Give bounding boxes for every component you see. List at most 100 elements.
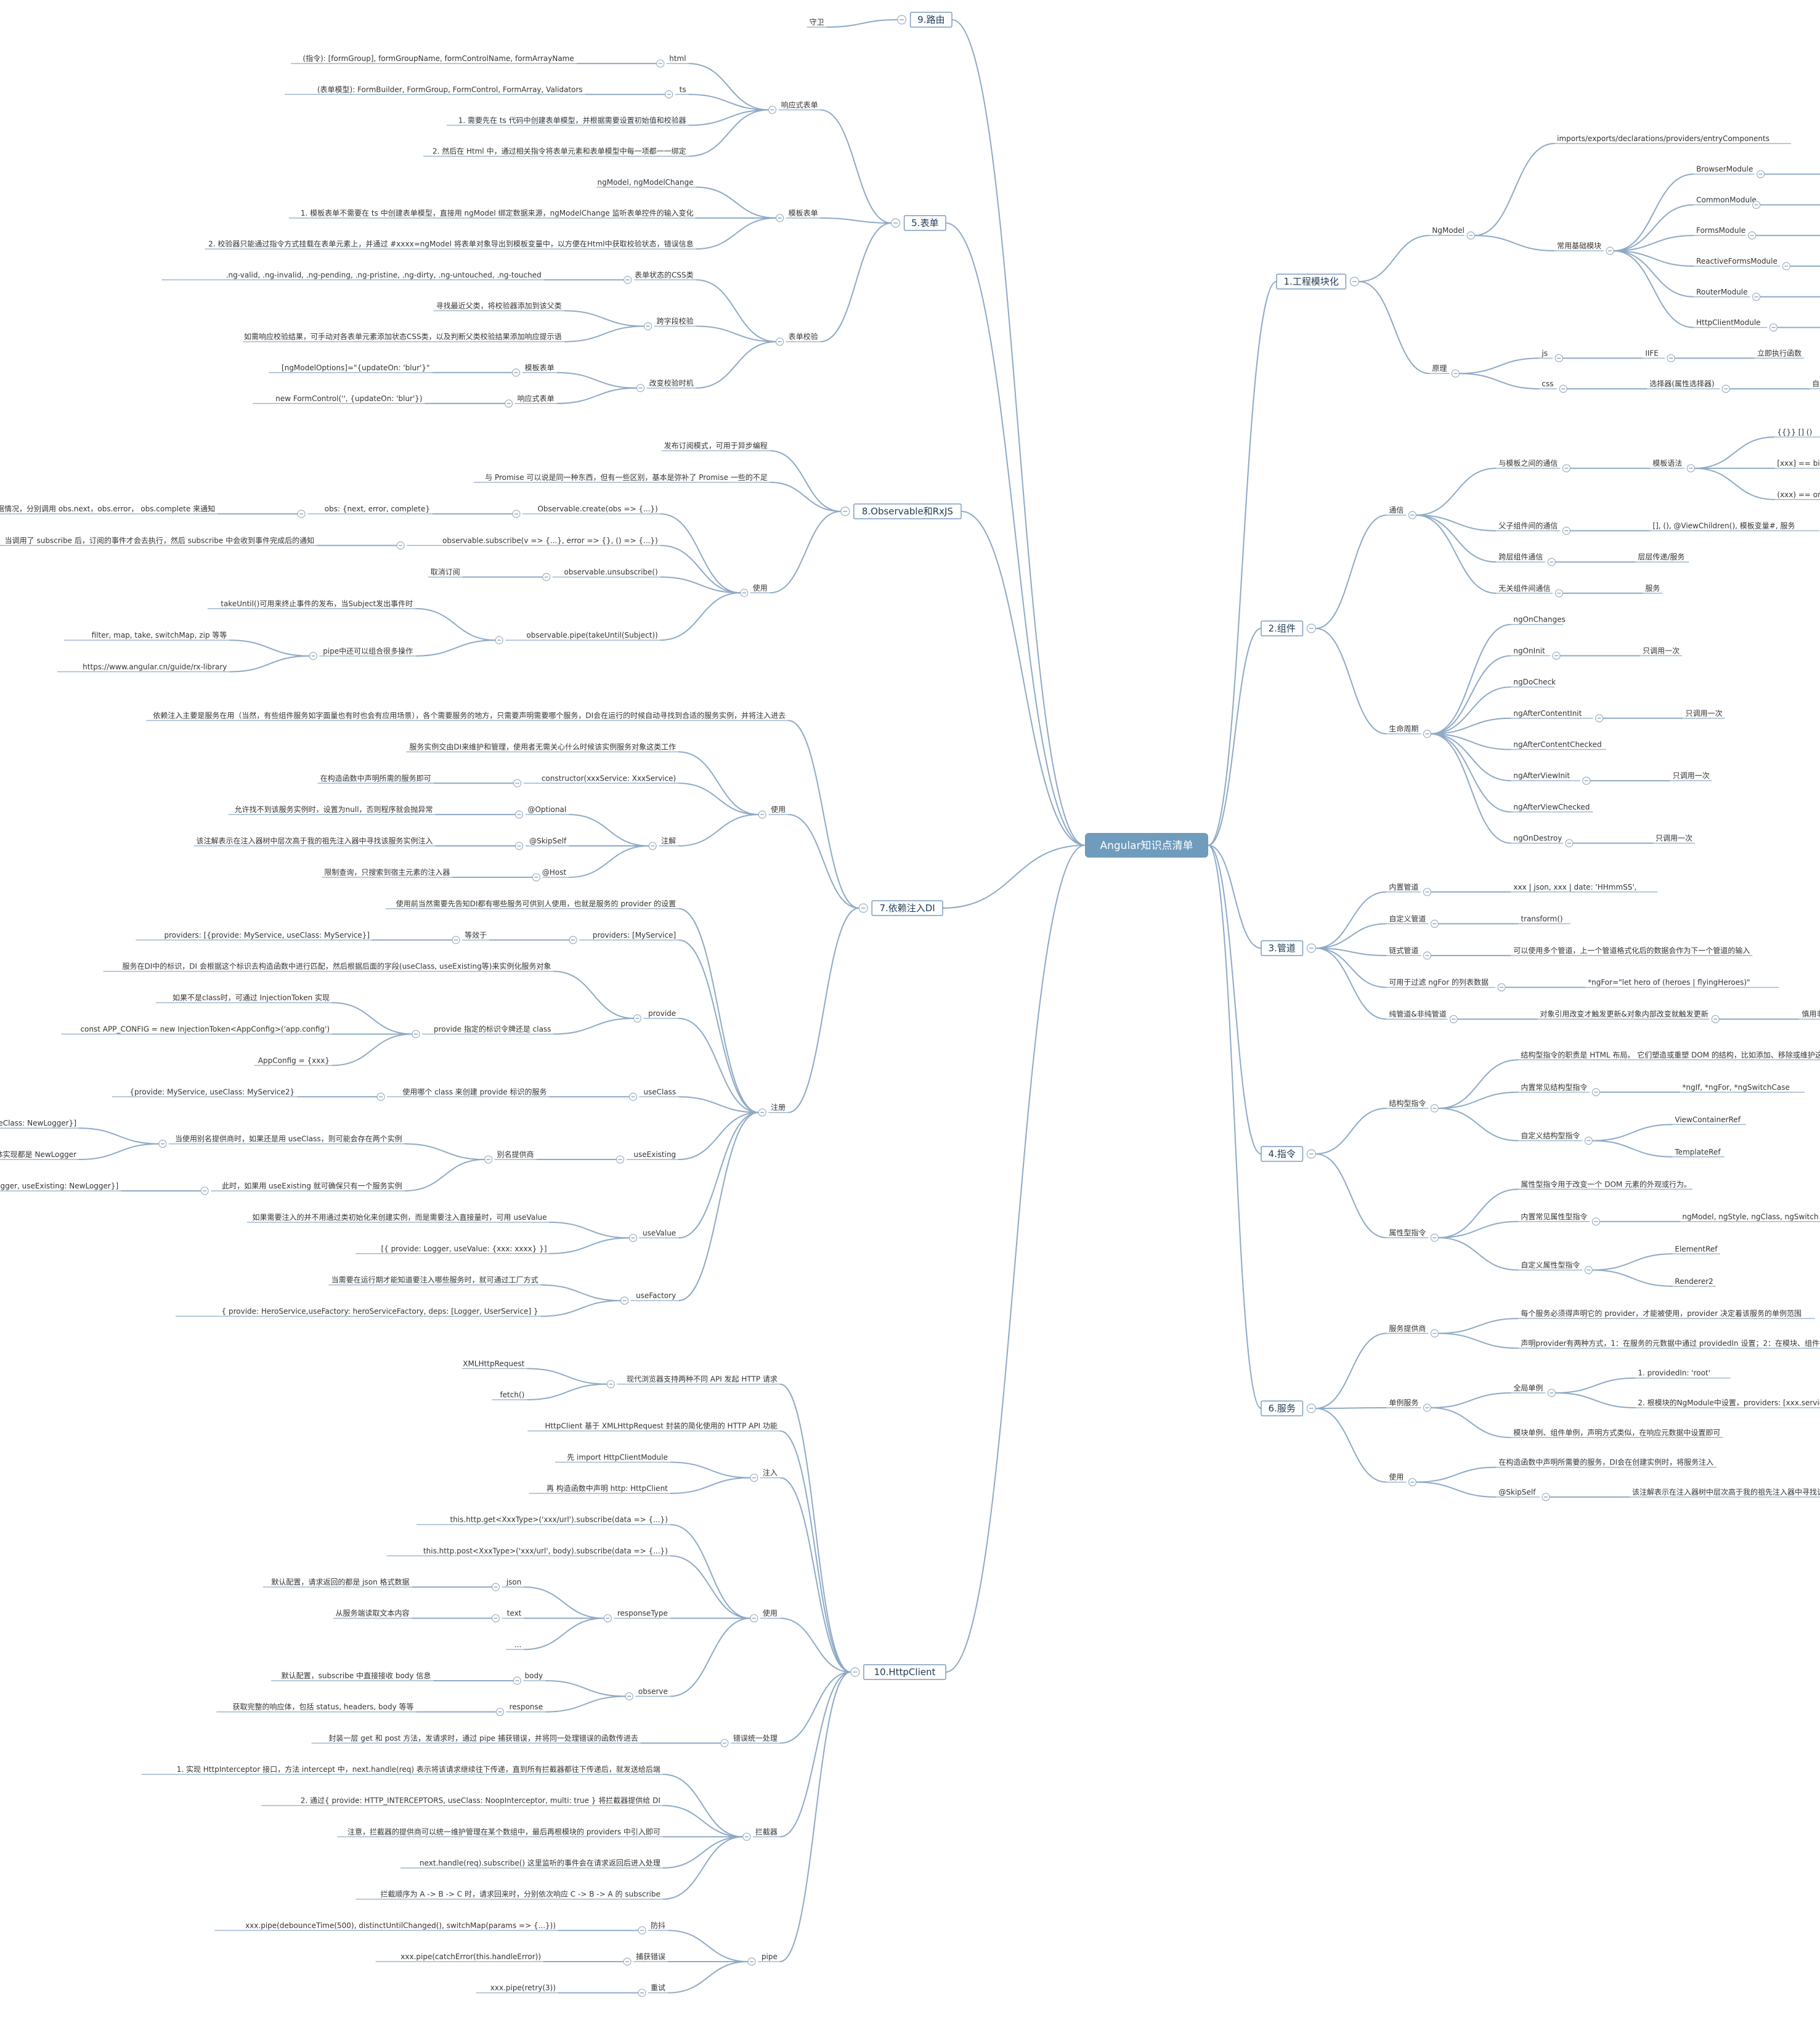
collapse-toggle-icon[interactable] — [491, 1614, 500, 1623]
collapse-toggle-icon[interactable] — [1562, 464, 1570, 473]
collapse-toggle-icon[interactable] — [603, 1614, 612, 1623]
node-ngfor[interactable]: 可用于过滤 ngFor 的列表数据 — [1386, 978, 1506, 992]
node-node[interactable]: 注入 — [750, 1468, 780, 1482]
node-node[interactable]: 跨字段校验 — [643, 317, 696, 331]
collapse-toggle-icon[interactable] — [890, 218, 901, 228]
node-node[interactable]: 使用 — [758, 805, 789, 819]
collapse-toggle-icon[interactable] — [1562, 526, 1570, 535]
node-node[interactable]: 内置常见属性型指令 — [1518, 1212, 1600, 1226]
node-css[interactable]: css — [1539, 380, 1567, 393]
collapse-toggle-icon[interactable] — [1752, 293, 1761, 301]
collapse-toggle-icon[interactable] — [542, 573, 551, 582]
collapse-toggle-icon[interactable] — [775, 214, 784, 222]
node-providers-myservice[interactable]: providers: [MyService] — [569, 931, 679, 944]
collapse-toggle-icon[interactable] — [1547, 558, 1556, 566]
collapse-toggle-icon[interactable] — [1721, 384, 1730, 393]
branch-3[interactable]: 8.Observable和RxJS — [840, 503, 962, 519]
node-xxx-pipe-debouncetime-500-dist[interactable]: xxx.pipe(debounceTime(500), distinctUnti… — [214, 1921, 559, 1931]
collapse-toggle-icon[interactable] — [840, 506, 850, 516]
node-xxx-pipe-catcherror-this-handl[interactable]: xxx.pipe(catchError(this.handleError)) — [375, 1952, 544, 1962]
node-node[interactable]: 对象引用改变才触发更新&对象内部改变就触发更新 — [1537, 1009, 1720, 1023]
collapse-toggle-icon[interactable] — [758, 1108, 766, 1117]
node-xxx-on-xxx[interactable]: (xxx) == on-xxx — [1774, 490, 1820, 500]
node-node[interactable]: 取消订阅 — [428, 568, 463, 578]
collapse-toggle-icon[interactable] — [616, 1155, 625, 1164]
root-node[interactable]: Angular知识点清单 — [1085, 833, 1208, 858]
node-node[interactable]: 防抖 — [638, 1920, 668, 1935]
collapse-toggle-icon[interactable] — [858, 903, 868, 913]
node-1-ts-ngmodel-ngmodelchange[interactable]: 1. 模板表单不需要在 ts 中创建表单模型，直接用 ngModel 绑定数据来… — [288, 208, 696, 219]
collapse-toggle-icon[interactable] — [624, 275, 632, 284]
node-node[interactable]: 等效于 — [452, 930, 490, 944]
node-ngmodeloptions-updateon-blur[interactable]: [ngModelOptions]="{updateOn: 'blur'}" — [269, 363, 433, 373]
node-templateref[interactable]: TemplateRef — [1672, 1148, 1725, 1158]
node-node[interactable]: 别名提供商 — [484, 1150, 537, 1164]
node-ngoninit[interactable]: ngOnInit — [1511, 646, 1561, 660]
collapse-toggle-icon[interactable] — [1559, 384, 1567, 393]
node-provide-class[interactable]: provide 指定的标识令牌还是 class — [412, 1024, 554, 1039]
node-usevalue[interactable]: useValue — [628, 1228, 679, 1242]
branch-2[interactable]: 5.表单 — [890, 215, 946, 231]
node-constructor-xxxservice-xxxserv[interactable]: constructor(xxxService: XxxService) — [513, 774, 679, 787]
node-ngif-ngfor-ngswitchcase[interactable]: *ngIf, *ngFor, *ngSwitchCase — [1680, 1083, 1805, 1093]
node-filter-map-take-switchmap-zip[interactable]: filter, map, take, switchMap, zip 等等 — [63, 631, 230, 641]
collapse-toggle-icon[interactable] — [623, 1957, 632, 1966]
node-json[interactable]: json — [491, 1578, 524, 1591]
collapse-toggle-icon[interactable] — [1423, 1403, 1431, 1412]
node-https-www-angular-cn-guide-rx-[interactable]: https://www.angular.cn/guide/rx-library — [57, 662, 230, 673]
collapse-toggle-icon[interactable] — [750, 1614, 758, 1623]
node-node[interactable]: 模块单例、组件单例，声明方式类似，在响应元数据中设置即可 — [1511, 1427, 1723, 1439]
collapse-toggle-icon[interactable] — [1757, 170, 1765, 179]
node-node[interactable]: 立即执行函数 — [1755, 348, 1805, 359]
collapse-toggle-icon[interactable] — [636, 384, 645, 392]
node-node[interactable]: 跨层组件通信 — [1496, 553, 1556, 566]
node-transform[interactable]: transform() — [1518, 914, 1570, 925]
node-node[interactable]: ... — [506, 1640, 524, 1650]
collapse-toggle-icon[interactable] — [742, 1832, 751, 1841]
branch-7[interactable]: 2.组件 — [1261, 620, 1316, 636]
collapse-toggle-icon[interactable] — [625, 1692, 633, 1700]
collapse-toggle-icon[interactable] — [297, 510, 306, 518]
collapse-toggle-icon[interactable] — [1748, 231, 1757, 240]
node-node[interactable]: 表单校验 — [775, 332, 821, 346]
node-iife[interactable]: IIFE — [1643, 349, 1675, 362]
node-host[interactable]: @Host — [532, 868, 569, 882]
collapse-toggle-icon[interactable] — [396, 541, 405, 550]
collapse-toggle-icon[interactable] — [1606, 246, 1614, 255]
node-viewcontainerref[interactable]: ViewContainerRef — [1672, 1115, 1746, 1125]
node-node[interactable]: 纯管道&非纯管道 — [1386, 1009, 1458, 1023]
node-create-obs-next-obs-error-obs-[interactable]: create 中可以处理异步事件，如网络访问等，然后根据情况，分别调用 obs.… — [0, 504, 218, 514]
node-node[interactable]: 只调用一次 — [1670, 771, 1712, 781]
collapse-toggle-icon[interactable] — [1430, 1104, 1439, 1113]
node-node[interactable]: 内置管道 — [1386, 882, 1431, 896]
node-ngonchanges[interactable]: ngOnChanges — [1511, 615, 1566, 625]
node-node[interactable]: 重试 — [638, 1983, 668, 1997]
node-node[interactable]: 可以使用多个管道，上一个管道格式化后的数据会作为下一个管道的输入 — [1511, 946, 1753, 956]
collapse-toggle-icon[interactable] — [606, 1380, 615, 1389]
node-optional[interactable]: @Optional — [514, 805, 569, 819]
collapse-toggle-icon[interactable] — [656, 59, 665, 68]
collapse-toggle-icon[interactable] — [491, 1583, 500, 1591]
node-node[interactable]: 链式管道 — [1386, 946, 1431, 960]
node-xxx-bind-xxx[interactable]: [xxx] == bind-xxx — [1774, 459, 1820, 469]
node-node[interactable]: 自动将选择器补充上属性选择器，每个模块的所有标签都带有模块标识的属性 — [1810, 379, 1820, 389]
collapse-toggle-icon[interactable] — [1769, 323, 1778, 332]
collapse-toggle-icon[interactable] — [1782, 262, 1790, 270]
collapse-toggle-icon[interactable] — [1306, 1403, 1316, 1413]
node-body[interactable]: body — [513, 1671, 546, 1685]
node-node[interactable]: 原理 — [1429, 364, 1460, 378]
collapse-toggle-icon[interactable] — [633, 1014, 642, 1023]
node-ngdocheck[interactable]: ngDoCheck — [1511, 678, 1556, 688]
node-ngfor-let-hero-of-heroes-flyin[interactable]: *ngFor="let hero of (heroes | flyingHero… — [1585, 978, 1779, 988]
node-providers-provide-myservice-us[interactable]: providers: [{provide: MyService, useClas… — [136, 931, 373, 941]
collapse-toggle-icon[interactable] — [1552, 651, 1561, 660]
node-ngaftercontentinit[interactable]: ngAfterContentInit — [1511, 709, 1604, 723]
node-di-provider[interactable]: 使用前当然需要先告知DI都有哪些服务可供别人使用，也就是服务的 provider… — [385, 899, 679, 909]
collapse-toggle-icon[interactable] — [1497, 983, 1506, 992]
node-node[interactable]: 错误统一处理 — [720, 1734, 780, 1747]
node-ngafterviewchecked[interactable]: ngAfterViewChecked — [1511, 803, 1593, 813]
node-node[interactable]: 只调用一次 — [1683, 709, 1725, 719]
node-node[interactable]: 常用基础模块 — [1554, 242, 1614, 255]
node-node[interactable]: 选择器(属性选择器) — [1647, 380, 1730, 393]
node-dom[interactable]: 属性型指令用于改变一个 DOM 元素的外观或行为。 — [1518, 1179, 1693, 1190]
